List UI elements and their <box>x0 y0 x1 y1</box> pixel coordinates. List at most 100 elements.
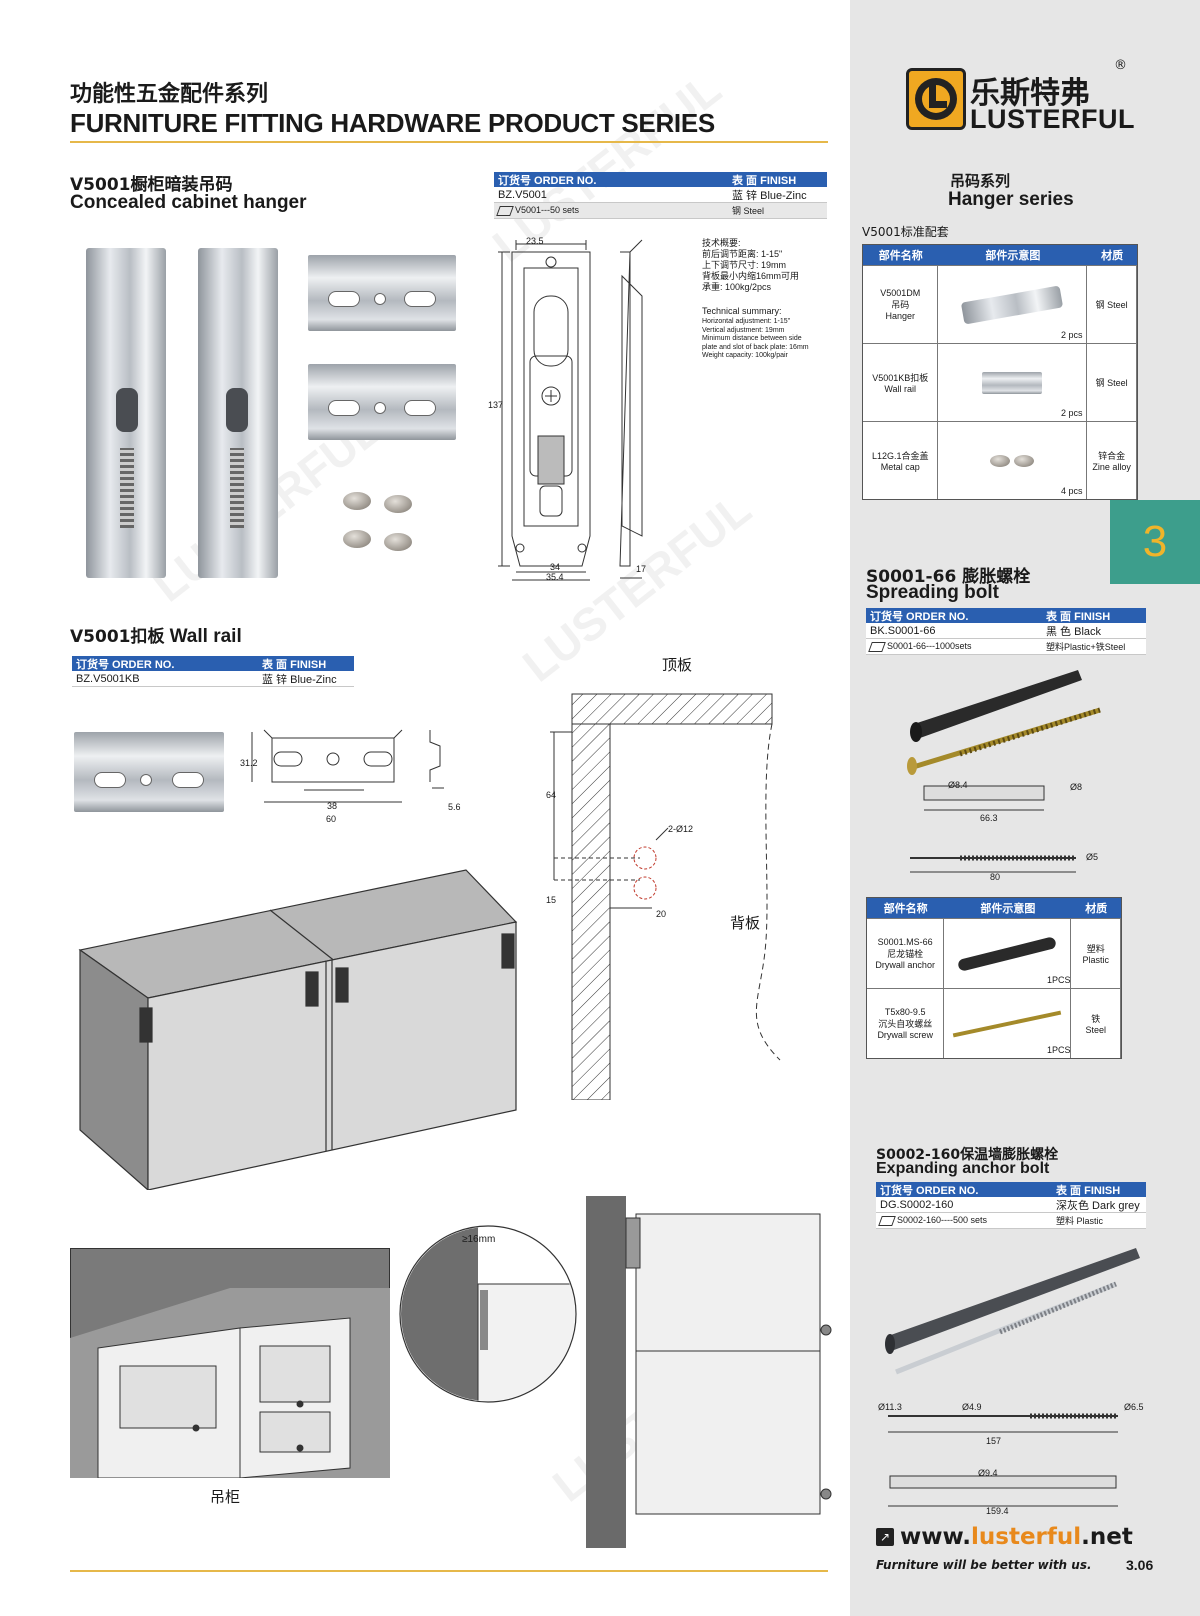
table-row: L12G.1合金盖 Metal cap 锌合金 Zine alloy 4 pcs <box>863 421 1137 499</box>
standard-set-label: V5001标准配套 <box>862 225 949 239</box>
order-no-header: 订货号 ORDER NO. <box>76 658 175 671</box>
anchor-bolt-title-en: Expanding anchor bolt <box>876 1160 1050 1177</box>
footer-rule <box>70 1570 828 1572</box>
package-icon <box>878 1215 896 1226</box>
col-part-name: 部件名称 <box>878 250 923 262</box>
order-finish: 黑 色 Black <box>1046 625 1102 638</box>
col-part-name: 部件名称 <box>883 903 928 915</box>
col-material: 材质 <box>1085 903 1108 915</box>
pack-info: V5001---50 sets <box>515 205 580 216</box>
hanger-series-title-cn: 吊码系列 <box>950 172 1011 190</box>
finish-header: 表 面 FINISH <box>262 658 327 671</box>
back-panel-label: 背板 <box>730 914 761 932</box>
brand-name-cn: 乐斯特弗 <box>970 76 1090 111</box>
top-panel-label: 顶板 <box>662 656 693 674</box>
tech-summary-cn: 技术概要: 前后调节距离: 1-15" 上下调节尺寸: 19mm 背板最小内缩1… <box>702 238 800 292</box>
table-row: S0001.MS-66 尼龙锚栓 Drywall anchor 塑料 Plast… <box>867 918 1121 988</box>
order-no-header: 订货号 ORDER NO. <box>880 1184 979 1197</box>
finish-header: 表 面 FINISH <box>1056 1184 1121 1197</box>
dim-64: 64 <box>546 790 557 800</box>
dim-20: 20 <box>656 909 667 919</box>
hanger-thumbnail <box>961 284 1064 325</box>
dim-rail-height: 31.2 <box>240 758 258 768</box>
metal-cap-photo <box>384 533 412 551</box>
anchor-bolt-drawing <box>885 1248 1140 1507</box>
metal-cap-photo <box>343 492 371 510</box>
table-row: T5x80-9.5 沉头自攻螺丝 Drywall screw 铁 Steel 1… <box>867 988 1121 1058</box>
table-row: V5001KB扣板 Wall rail 钢 Steel 2 pcs <box>863 343 1137 421</box>
wall-rail-drawing <box>251 729 444 803</box>
page-title-en: FURNITURE FITTING HARDWARE PRODUCT SERIE… <box>70 108 715 138</box>
installation-diagram <box>550 693 781 1100</box>
pack-material: 塑料 Plastic <box>1056 1216 1104 1226</box>
order-no-header: 订货号 ORDER NO. <box>870 610 969 623</box>
package-icon <box>496 205 514 216</box>
part-qty: 4 pcs <box>1061 486 1083 496</box>
website-url[interactable]: www.lusterful.net <box>900 1524 1133 1550</box>
hanger-series-table: 部件名称 部件示意图 材质 V5001DM 吊码 Hanger 钢 Steel … <box>862 244 1138 500</box>
dim-d3: Ø6.5 <box>1124 1402 1144 1412</box>
wall-rail-title: V5001扣板 Wall rail <box>70 626 242 647</box>
holes-spec: 2-Ø12 <box>668 824 694 834</box>
hanger-technical-drawing <box>498 239 643 581</box>
part-qty: 2 pcs <box>1061 408 1083 418</box>
tech-summary-en-title: Technical summary: <box>702 306 782 316</box>
dim-height: 137 <box>488 400 504 410</box>
dim-d2: Ø8 <box>1070 782 1083 792</box>
metal-cap-thumbnail <box>1014 454 1035 467</box>
hanger-photo-right <box>198 248 278 578</box>
part-qty: 1PCS <box>1047 975 1071 985</box>
part-qty: 1PCS <box>1047 1045 1071 1055</box>
registered-mark: ® <box>1114 58 1127 73</box>
section-view <box>586 1196 832 1548</box>
dim-l1: 66.3 <box>980 813 998 823</box>
order-finish: 深灰色 Dark grey <box>1056 1199 1140 1212</box>
page-number: 3.06 <box>1126 1557 1154 1573</box>
hanger-photo-left <box>86 248 166 578</box>
pack-info: S0002-160----500 sets <box>897 1215 988 1226</box>
order-code: BZ.V5001 <box>498 188 547 201</box>
brand-name-en: LUSTERFUL <box>970 104 1135 134</box>
cabinet-illustration <box>78 869 518 1190</box>
dim-d1: Ø11.3 <box>878 1402 902 1412</box>
spreading-bolt-title-en: Spreading bolt <box>866 582 999 603</box>
dim-d4: Ø9.4 <box>978 1468 998 1478</box>
order-no-header: 订货号 ORDER NO. <box>498 174 597 187</box>
tech-summary-en: Horizontal adjustment: 1-15" Vertical ad… <box>702 318 809 359</box>
metal-cap-photo <box>343 530 371 548</box>
hanger-title-en: Concealed cabinet hanger <box>70 192 307 213</box>
wall-rail-photo <box>308 364 456 440</box>
metal-cap-photo <box>384 495 412 513</box>
dim-rail-width: 60 <box>326 814 337 824</box>
metal-cap-thumbnail <box>990 454 1011 467</box>
pack-material: 塑料Plastic+铁Steel <box>1046 642 1126 652</box>
dim-hole-spacing: 38 <box>327 801 338 811</box>
wall-rail-photo <box>74 732 224 812</box>
spreading-bolt-drawing <box>907 670 1101 873</box>
wall-cabinet-scene <box>70 1248 390 1478</box>
page-title-cn: 功能性五金配件系列 <box>70 82 269 107</box>
package-icon <box>868 641 886 652</box>
hanger-series-title-en: Hanger series <box>948 189 1074 210</box>
wall-rail-photo <box>308 255 456 331</box>
dim-d3: Ø5 <box>1086 852 1099 862</box>
dim-l2: 80 <box>990 872 1001 882</box>
col-part-image: 部件示意图 <box>980 903 1036 915</box>
dim-width-inner: 34 <box>550 562 561 572</box>
footer-tagline: Furniture will be better with us. <box>876 1558 1092 1572</box>
gap-label: ≥16mm <box>462 1234 496 1245</box>
dim-l1: 157 <box>986 1436 1002 1446</box>
order-finish: 蓝 锌 Blue-Zinc <box>732 189 807 202</box>
detail-zoom-circle <box>399 1225 577 1403</box>
anchor-bolt-title-cn: S0002-160保温墙膨胀螺栓 <box>876 1147 1059 1163</box>
dim-side: 17 <box>636 564 647 574</box>
col-part-image: 部件示意图 <box>985 250 1041 262</box>
dim-d2: Ø4.9 <box>962 1402 982 1412</box>
header-rule <box>70 141 828 143</box>
wall-cabinet-label: 吊柜 <box>210 1488 241 1506</box>
wall-rail-thumbnail <box>982 371 1043 394</box>
dim-rail-depth: 5.6 <box>448 802 461 812</box>
